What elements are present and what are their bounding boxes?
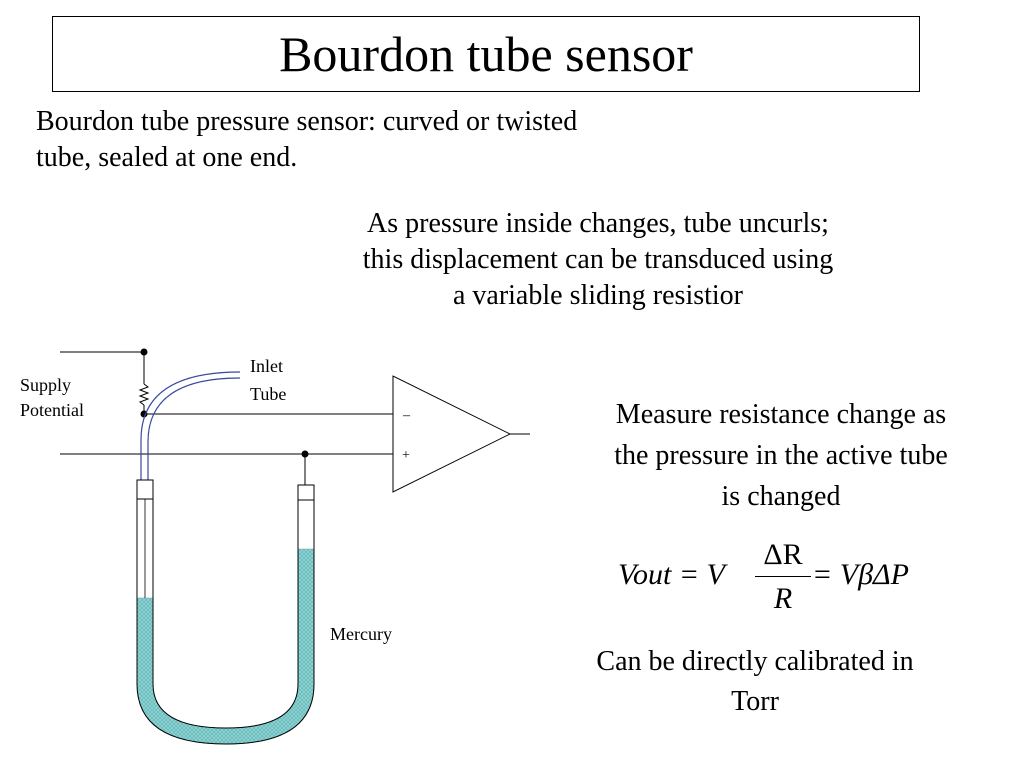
pressure-line-2: this displacement can be transduced usin…: [362, 244, 834, 275]
inlet-label-2: Tube: [250, 384, 286, 404]
op-amp-minus: –: [402, 408, 411, 423]
supply-label-1: Supply: [20, 375, 71, 395]
op-amp-plus: +: [402, 448, 410, 463]
u-tube-inner: [152, 480, 299, 729]
measure-text: Measure resistance change as the pressur…: [560, 394, 1002, 517]
pressure-text: As pressure inside changes, tube uncurls…: [290, 206, 906, 314]
vout-formula: Vout = V ΔR R = VβΔP: [612, 538, 932, 618]
formula-fraction: ΔR R: [755, 538, 811, 615]
title-box: Bourdon tube sensor: [52, 16, 920, 92]
resistor-zigzag: [138, 383, 150, 406]
formula-lhs: Vout = V: [618, 558, 725, 591]
op-amp: [392, 375, 512, 493]
slide-title: Bourdon tube sensor: [279, 26, 693, 82]
calibration-line-1: Can be directly calibrated in: [596, 646, 914, 677]
bourdon-circuit-diagram: – + Supply Potential Inlet Tube Mercury: [20, 348, 530, 745]
mercury-fill: [136, 548, 315, 745]
inlet-label-1: Inlet: [250, 356, 283, 376]
formula-rhs: = VβΔP: [812, 558, 909, 591]
formula-denominator: R: [773, 582, 793, 615]
inlet-tube-inner: [147, 377, 241, 480]
supply-label-2: Potential: [20, 400, 84, 420]
mercury-label: Mercury: [330, 624, 392, 644]
calibration-text: Can be directly calibrated in Torr: [540, 642, 970, 722]
u-tube-outer: [136, 480, 315, 745]
intro-text: Bourdon tube pressure sensor: curved or …: [36, 104, 726, 176]
intro-line-1: Bourdon tube pressure sensor: curved or …: [36, 106, 578, 137]
measure-line-3: is changed: [721, 481, 841, 512]
top-junction-dot: [140, 348, 148, 356]
measure-line-1: Measure resistance change as: [615, 399, 947, 430]
pressure-line-3: a variable sliding resistior: [452, 280, 744, 311]
pressure-line-1: As pressure inside changes, tube uncurls…: [367, 208, 829, 239]
formula-numerator: ΔR: [763, 538, 803, 571]
measure-line-2: the pressure in the active tube: [614, 440, 948, 471]
left-tube-cap: [136, 479, 154, 500]
intro-line-2: tube, sealed at one end.: [36, 142, 298, 173]
calibration-line-2: Torr: [731, 686, 779, 717]
fraction-bar: [755, 576, 811, 577]
inlet-tube: [140, 371, 241, 480]
right-tube-cap: [297, 484, 315, 501]
